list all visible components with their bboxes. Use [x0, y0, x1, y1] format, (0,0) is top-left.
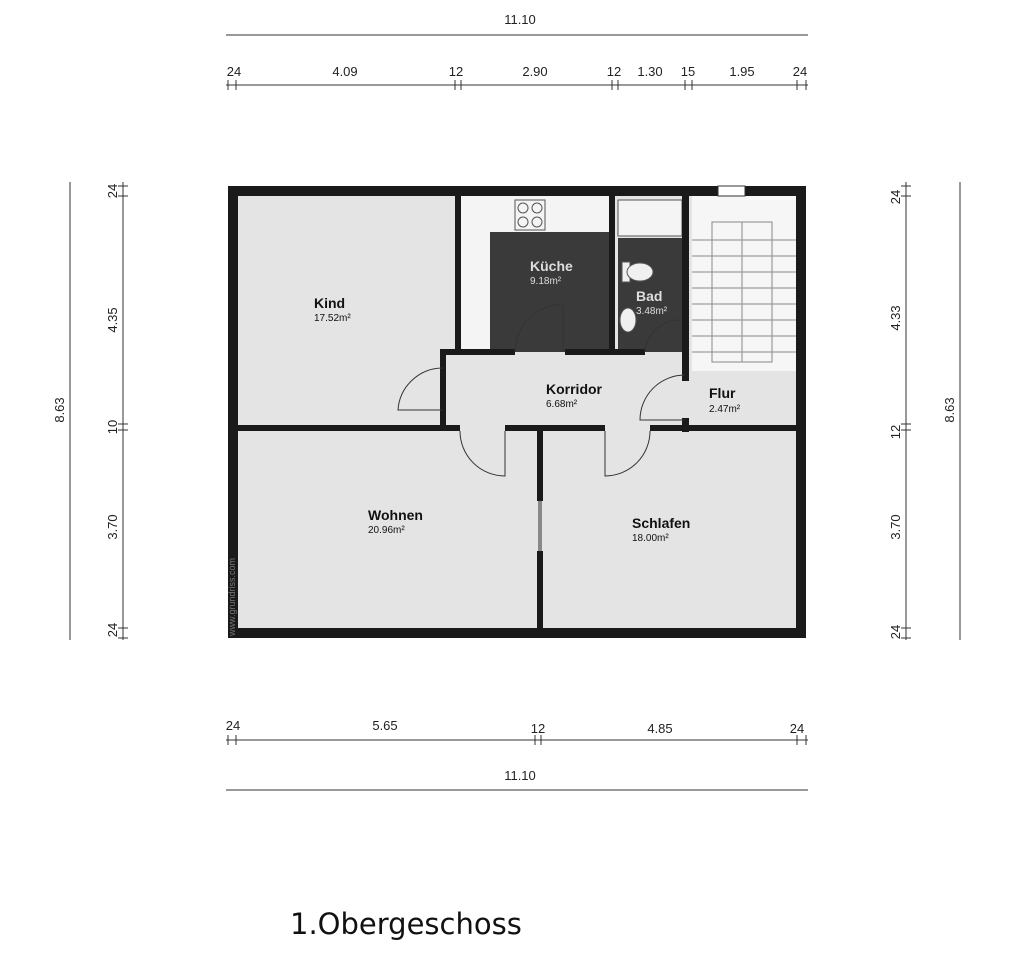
dim-top: 24 [793, 64, 807, 79]
room-area: 2.47m² [709, 404, 741, 415]
room-area: 18.00m² [632, 533, 669, 544]
dim-left: 24 [105, 623, 120, 637]
staircase-icon [692, 221, 796, 363]
bathtub-icon [617, 199, 683, 237]
toilet-icon [619, 261, 654, 333]
dim-bottom: 5.65 [372, 718, 397, 733]
dim-right: 24 [888, 190, 903, 204]
room-name: Kind [314, 295, 345, 311]
bathroom-area [618, 238, 685, 352]
dimension-lines [69, 34, 961, 791]
dim-left: 4.35 [105, 307, 120, 332]
dim-right: 4.33 [888, 305, 903, 330]
walls [228, 185, 806, 638]
room-area: 20.96m² [368, 525, 405, 536]
dim-left: 24 [105, 184, 120, 198]
stove-icon [514, 199, 546, 231]
dim-right: 24 [888, 625, 903, 639]
dim-left-total: 8.63 [52, 397, 67, 422]
dim-top: 1.95 [729, 64, 754, 79]
dim-bottom-total: 11.10 [504, 768, 536, 783]
dim-top-total: 11.10 [504, 12, 536, 27]
kitchen-counter-side [461, 232, 490, 350]
dim-top: 12 [449, 64, 463, 79]
dim-bottom: 12 [531, 721, 545, 736]
room-name: Wohnen [368, 507, 423, 523]
room-name: Korridor [546, 381, 603, 397]
dim-top: 2.90 [522, 64, 547, 79]
room-area: 9.18m² [530, 276, 562, 287]
dim-top: 24 [227, 64, 241, 79]
room-name: Bad [636, 288, 662, 304]
dim-left: 10 [105, 420, 120, 434]
stair-area [692, 196, 796, 371]
kitchen-counter [461, 196, 612, 232]
dim-left: 3.70 [105, 514, 120, 539]
dim-right: 3.70 [888, 514, 903, 539]
kitchen-area [490, 232, 612, 352]
room-name: Schlafen [632, 515, 690, 531]
door-swings [397, 303, 686, 477]
dim-bottom: 4.85 [647, 721, 672, 736]
room-name: Flur [709, 385, 736, 401]
dim-bottom: 24 [790, 721, 804, 736]
dim-top: 1.30 [637, 64, 662, 79]
room-name: Küche [530, 258, 573, 274]
room-area: 6.68m² [546, 399, 578, 410]
dim-right: 12 [888, 425, 903, 439]
dim-bottom: 24 [226, 718, 240, 733]
dim-top: 4.09 [332, 64, 357, 79]
watermark: www.grundriss.com [227, 558, 237, 637]
plan-title: 1.Obergeschoss [290, 907, 522, 941]
dim-top: 12 [607, 64, 621, 79]
dim-top: 15 [681, 64, 695, 79]
dim-right-total: 8.63 [942, 397, 957, 422]
room-area: 17.52m² [314, 313, 351, 324]
room-area: 3.48m² [636, 306, 668, 317]
